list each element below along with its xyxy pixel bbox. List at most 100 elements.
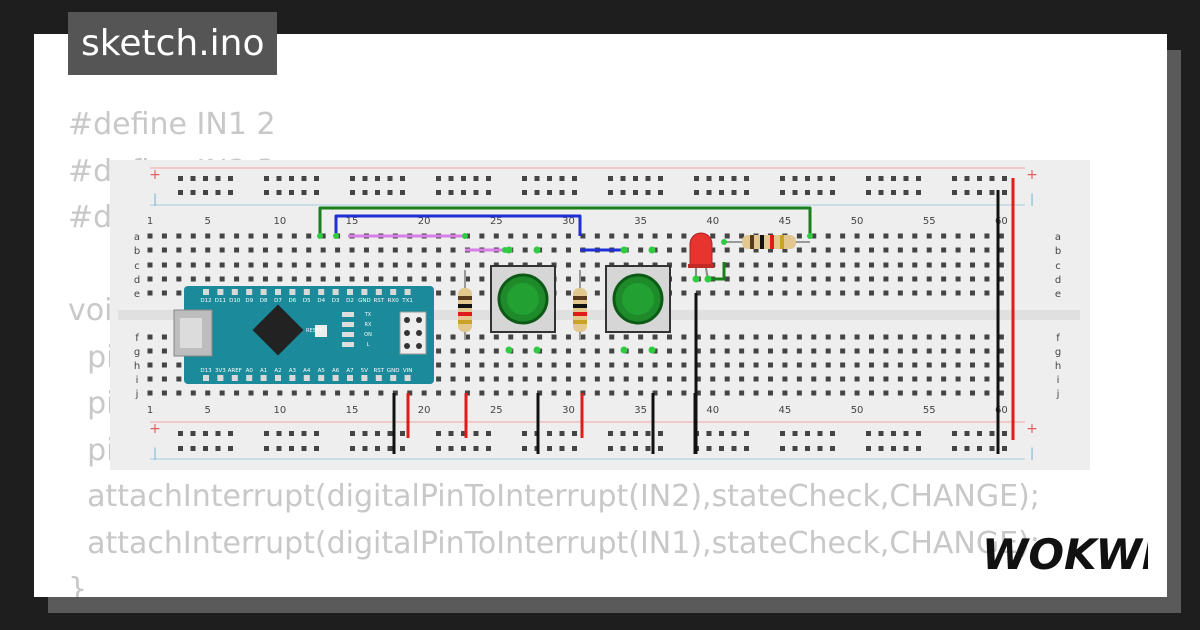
breadboard-hole (378, 276, 384, 282)
rail-hole (977, 431, 982, 436)
rail-hole (645, 176, 651, 181)
rail-hole (375, 176, 380, 181)
breadboard-hole (811, 376, 817, 382)
rail-hole (878, 446, 884, 451)
rail-hole (461, 190, 466, 195)
breadboard-hole (190, 247, 196, 253)
rail-hole (547, 446, 552, 451)
rail-hole (780, 431, 785, 436)
row-letter: i (136, 375, 139, 386)
rail-hole (964, 176, 970, 181)
breadboard-hole (161, 247, 167, 253)
breadboard-hole (883, 247, 889, 253)
breadboard-hole (955, 376, 961, 382)
rail-hole (400, 190, 405, 195)
resistor-band (770, 235, 774, 249)
arduino-pin-label: AREF (228, 368, 242, 374)
breadboard-hole (739, 376, 745, 382)
rail-hole (522, 431, 527, 436)
onboard-led (342, 312, 354, 317)
breadboard-hole (594, 362, 600, 368)
breadboard-hole (176, 290, 182, 296)
row-letter: j (135, 389, 139, 400)
breadboard-hole (883, 376, 889, 382)
rail-hole (559, 431, 565, 436)
breadboard-hole (695, 348, 701, 354)
breadboard-hole (739, 233, 745, 239)
resistor-band (573, 312, 587, 316)
breadboard-hole (609, 376, 615, 382)
breadboard-hole (926, 376, 932, 382)
breadboard-hole (219, 262, 225, 268)
arduino-pin-label: RX0 (388, 298, 400, 304)
column-number-bottom: 5 (205, 405, 211, 416)
breadboard-hole (753, 262, 759, 268)
sketch-filename-tab[interactable]: sketch.ino (68, 12, 278, 75)
breadboard-hole (306, 233, 312, 239)
breadboard-hole (306, 276, 312, 282)
rail-hole (276, 446, 282, 451)
rail-hole (830, 190, 835, 195)
breadboard-hole (782, 390, 788, 396)
breadboard-hole (970, 348, 976, 354)
breadboard-hole (941, 262, 947, 268)
breadboard-hole (306, 390, 312, 396)
breadboard-hole (883, 262, 889, 268)
breadboard-hole (710, 390, 716, 396)
onboard-led (342, 342, 354, 347)
button-cap-highlight (507, 283, 539, 315)
resistor-band (458, 296, 472, 300)
column-number-bottom: 15 (346, 405, 359, 416)
breadboard-hole (147, 233, 153, 239)
breadboard-hole (479, 334, 485, 340)
breadboard-hole (161, 390, 167, 396)
rail-hole (362, 446, 368, 451)
breadboard-hole (897, 362, 903, 368)
breadboard-hole (638, 348, 644, 354)
icsp-pin (404, 317, 410, 323)
breadboard-hole (464, 348, 470, 354)
breadboard-hole (912, 233, 918, 239)
icsp-pin (416, 330, 422, 336)
breadboard-hole (941, 290, 947, 296)
rail-hole (436, 431, 441, 436)
breadboard-hole (565, 390, 571, 396)
breadboard-hole (421, 276, 427, 282)
breadboard-hole (941, 334, 947, 340)
breadboard-hole (623, 390, 629, 396)
rail-hole (916, 190, 921, 195)
breadboard-hole (161, 290, 167, 296)
rail-hole (916, 176, 921, 181)
breadboard-hole (897, 390, 903, 396)
breadboard-hole (205, 262, 211, 268)
rail-hole (436, 176, 441, 181)
arduino-pin-label: D8 (260, 298, 268, 304)
arduino-pin-bottom (260, 375, 267, 381)
arduino-pin-bottom (390, 375, 397, 381)
led-pin (692, 275, 700, 283)
rail-hole (792, 446, 798, 451)
breadboard-hole (551, 334, 557, 340)
breadboard-hole (623, 334, 629, 340)
rail-hole (461, 431, 466, 436)
icsp-header (399, 311, 427, 355)
arduino-pin-label: D11 (215, 298, 226, 304)
breadboard-hole (277, 233, 283, 239)
breadboard-hole (436, 276, 442, 282)
breadboard-hole (594, 290, 600, 296)
breadboard-hole (811, 290, 817, 296)
resistor-band (458, 320, 472, 324)
rail-hole (731, 446, 737, 451)
breadboard-hole (522, 348, 528, 354)
breadboard-hole (666, 362, 672, 368)
breadboard-hole (883, 276, 889, 282)
breadboard-hole (565, 233, 571, 239)
arduino-pin-label: D7 (274, 298, 282, 304)
rail-hole (314, 446, 319, 451)
rail-hole (878, 176, 884, 181)
rail-hole (559, 190, 565, 195)
breadboard-hole (739, 348, 745, 354)
breadboard-hole (695, 334, 701, 340)
rail-hole (989, 446, 995, 451)
breadboard-hole (681, 290, 687, 296)
